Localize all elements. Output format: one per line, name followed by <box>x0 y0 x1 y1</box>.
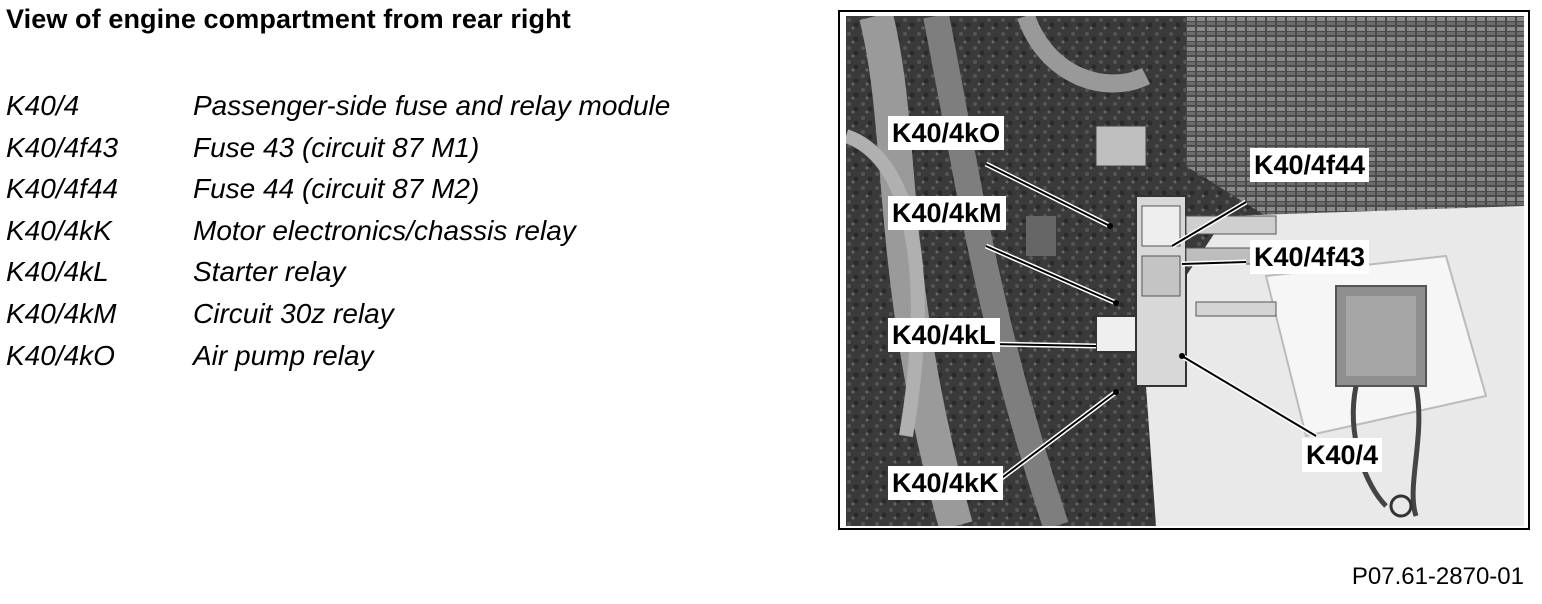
leader-end <box>1107 223 1113 229</box>
leader-end <box>1113 300 1119 306</box>
legend-code: K40/4f43 <box>6 131 119 163</box>
legend-code: K40/4kO <box>6 339 115 371</box>
legend-code: K40/4kM <box>6 297 117 329</box>
page-title: View of engine compartment from rear rig… <box>6 4 571 34</box>
legend-description: Passenger-side fuse and relay module <box>193 90 671 121</box>
legend-code: K40/4f44 <box>6 173 119 205</box>
callout-k40-4: K40/4 <box>1302 438 1383 472</box>
callout-k40-4km: K40/4kM <box>888 196 1006 230</box>
callout-k40-4f44: K40/4f44 <box>1250 148 1370 182</box>
legend-description: Air pump relay <box>193 339 374 371</box>
legend-description: Fuse 43 (circuit 87 M1) <box>193 131 480 163</box>
engine-compartment-photo: K40/4kO K40/4f44 K40/4kM K40/4f43 K40/4k… <box>838 10 1530 530</box>
leader-end <box>1113 389 1119 395</box>
callout-k40-4ko: K40/4kO <box>888 116 1005 150</box>
legend-code: K40/4kK <box>6 214 112 246</box>
legend-description: Circuit 30z relay <box>193 297 394 329</box>
leader-end <box>1179 353 1185 359</box>
engine-compartment-illustration <box>846 16 1524 526</box>
legend-description: Fuse 44 (circuit 87 M2) <box>193 173 480 205</box>
legend-code: K40/4 <box>6 90 80 121</box>
callout-k40-4f43: K40/4f43 <box>1250 240 1370 274</box>
callout-k40-4kl: K40/4kL <box>888 318 1000 352</box>
figure-id: P07.61-2870-01 <box>1351 563 1524 590</box>
callout-k40-4kk: K40/4kK <box>888 466 1003 500</box>
legend-code: K40/4kL <box>6 256 109 288</box>
legend-description: Starter relay <box>193 256 346 288</box>
legend-description: Motor electronics/chassis relay <box>193 214 576 246</box>
